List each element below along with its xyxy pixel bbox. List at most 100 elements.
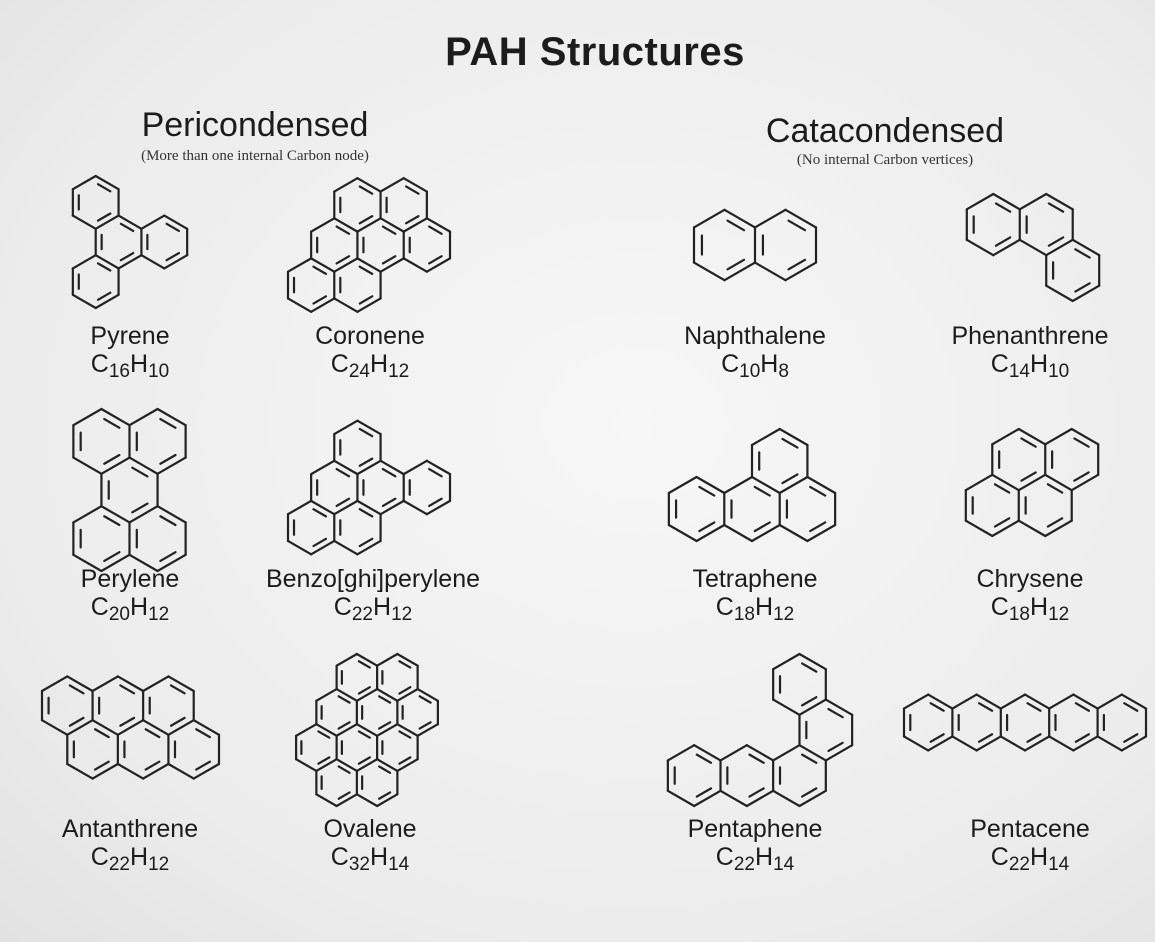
molecule-naphthalene-structure — [690, 205, 820, 285]
molecule-pentaphene-label: Pentaphene C22H14 — [655, 815, 855, 879]
double-bond-line — [801, 662, 818, 673]
double-bond-line — [381, 225, 397, 235]
double-bond-line — [381, 467, 397, 478]
double-bond-line — [357, 730, 371, 739]
bond-line — [376, 793, 399, 808]
bond-line — [695, 523, 726, 543]
pericondensed-subtitle: (More than one internal Carbon node) — [141, 148, 369, 164]
bond-line — [693, 744, 722, 762]
bond-line — [745, 744, 775, 762]
bond-line — [379, 499, 405, 516]
double-bond-line — [1020, 437, 1037, 448]
bond-line — [333, 499, 359, 516]
double-bond-line — [195, 728, 211, 739]
bond-line — [425, 257, 452, 273]
double-bond-line — [317, 730, 331, 739]
bond-line — [91, 675, 119, 693]
double-bond-line — [801, 787, 818, 798]
bond-line — [1018, 192, 1048, 211]
bond-line — [128, 553, 159, 573]
molecule-antanthrene-structure — [38, 665, 223, 790]
ring-system-svg — [286, 419, 452, 556]
double-bond-line — [93, 728, 110, 739]
bond-line — [315, 687, 338, 702]
double-bond-line — [357, 660, 371, 669]
molecule-name: Chrysene — [976, 565, 1084, 593]
double-bond-line — [398, 730, 412, 739]
bond-line — [824, 744, 854, 762]
double-bond-line — [358, 508, 374, 518]
bond-line — [951, 693, 978, 710]
molecule-phenanthrene-structure — [958, 190, 1108, 305]
bond-line — [310, 539, 336, 556]
ring-system-svg — [295, 652, 439, 808]
bond-line — [116, 675, 145, 693]
bond-line — [295, 758, 318, 773]
double-bond-line — [977, 702, 994, 712]
bond-line — [1096, 693, 1123, 710]
double-bond-line — [1074, 282, 1091, 293]
bond-line — [356, 499, 382, 516]
bond-line — [71, 293, 97, 310]
double-bond-line — [1046, 517, 1064, 528]
double-bond-line — [93, 760, 110, 771]
bond-line — [1096, 735, 1123, 752]
bond-line — [750, 523, 781, 543]
bond-line — [40, 675, 69, 693]
double-bond-line — [726, 219, 746, 232]
double-bond-line — [119, 251, 135, 262]
double-bond-line — [1026, 733, 1042, 743]
bond-line — [379, 459, 405, 476]
catacondensed-title: Catacondensed — [765, 112, 1005, 150]
bond-line — [356, 217, 382, 233]
bond-line — [71, 174, 97, 191]
bond-line — [999, 735, 1027, 752]
double-bond-line — [801, 696, 818, 707]
bond-line — [286, 257, 313, 273]
bond-line — [333, 177, 359, 193]
double-bond-line — [317, 756, 331, 765]
bond-line — [163, 214, 189, 230]
double-bond-line — [698, 485, 716, 497]
bond-line — [723, 475, 754, 495]
bond-line — [784, 208, 818, 229]
bond-line — [772, 652, 801, 671]
bond-line — [1070, 473, 1100, 492]
double-bond-line — [169, 716, 186, 727]
double-bond-line — [994, 236, 1012, 247]
double-bond-line — [358, 215, 374, 225]
bond-line — [1045, 284, 1074, 303]
bond-line — [72, 553, 103, 573]
double-bond-line — [103, 417, 121, 429]
double-bond-line — [1074, 733, 1090, 743]
bond-line — [753, 208, 787, 229]
bond-line — [719, 789, 748, 808]
double-bond-line — [96, 262, 112, 272]
molecule-formula: C10H8 — [721, 350, 789, 382]
bond-line — [192, 762, 221, 780]
bond-line — [100, 553, 131, 573]
bond-line — [1120, 693, 1148, 710]
double-bond-line — [165, 251, 181, 262]
double-bond-line — [312, 295, 328, 305]
bond-line — [824, 698, 854, 716]
double-bond-line — [312, 508, 328, 518]
bond-line — [695, 475, 726, 495]
bond-line — [1072, 735, 1099, 752]
bond-line — [156, 456, 187, 475]
bond-line — [693, 789, 722, 808]
double-bond-line — [993, 517, 1011, 528]
bond-line — [333, 419, 359, 436]
bond-line — [355, 758, 379, 773]
double-bond-line — [169, 684, 186, 695]
bond-line — [72, 407, 103, 427]
double-bond-line — [119, 684, 136, 695]
double-bond-line — [335, 255, 351, 265]
bond-line — [778, 427, 809, 447]
molecule-name: Coronene — [315, 322, 425, 350]
bond-line — [1018, 238, 1048, 257]
molecule-name: Perylene — [80, 565, 180, 593]
molecule-name: Antanthrene — [61, 815, 199, 843]
double-bond-line — [1074, 248, 1091, 259]
bond-line — [156, 407, 187, 427]
